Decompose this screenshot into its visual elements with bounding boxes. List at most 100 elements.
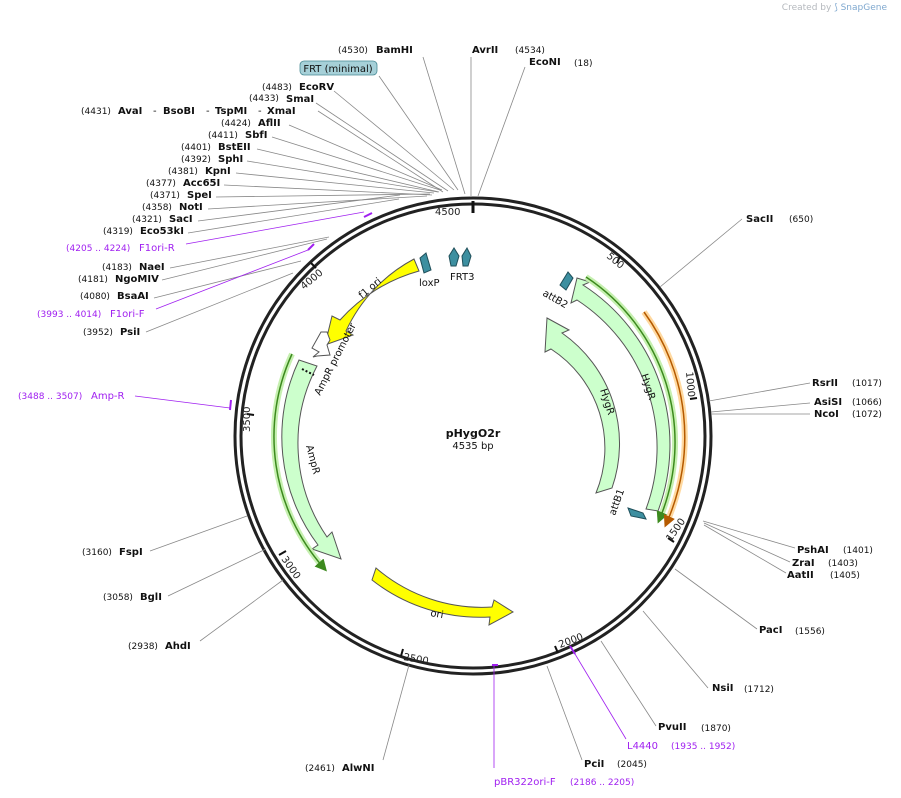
enzyme-saci[interactable]: SacI <box>169 214 193 225</box>
primer-marker-f1ori-f <box>307 243 315 251</box>
enzyme-pshai[interactable]: PshAI <box>797 545 829 556</box>
enzyme-pos-ecorv: (4483) <box>262 83 292 93</box>
enzyme-asisi[interactable]: AsiSI <box>814 397 842 408</box>
frt-minimal-label: FRT (minimal) <box>303 64 372 75</box>
enzyme-sphi[interactable]: SphI <box>218 154 243 165</box>
tick-label-3500: 3500 <box>242 407 253 432</box>
enzyme-bamhi[interactable]: BamHI <box>376 45 413 56</box>
primer-l4440[interactable]: L4440 <box>627 741 658 752</box>
primer-pbr322ori-f[interactable]: pBR322ori-F <box>494 777 556 788</box>
enzyme-pos-pshai: (1401) <box>843 546 873 556</box>
enzyme-kpni[interactable]: KpnI <box>205 166 231 177</box>
feature-frt3-b[interactable] <box>461 246 472 267</box>
enzyme-bsaai[interactable]: BsaAI <box>117 291 149 302</box>
enzyme-naei[interactable]: NaeI <box>139 262 165 273</box>
enzyme-ncoi[interactable]: NcoI <box>814 409 839 420</box>
enzyme-bgli[interactable]: BglI <box>140 592 162 603</box>
feature-label-ori: ori <box>429 608 444 621</box>
feature-label-ampr: AmpR <box>303 444 321 476</box>
feature-hygr-inner[interactable] <box>544 317 621 494</box>
backbone-outer-ring <box>233 196 713 676</box>
primer-f1ori-r[interactable]: F1ori-R <box>139 243 175 254</box>
enzyme-pos-econi: (18) <box>574 59 592 69</box>
feature-attb2[interactable] <box>559 271 574 291</box>
enzyme-noti[interactable]: NotI <box>179 202 203 213</box>
feature-ampr-promoter[interactable] <box>311 331 331 358</box>
primer-range-pbr322ori-f: (2186 .. 2205) <box>570 778 634 788</box>
enzyme-pos-aatii: (1405) <box>830 571 860 581</box>
enzyme-pos-spei: (4371) <box>150 191 180 201</box>
enzyme-dash-2: - <box>206 106 210 117</box>
enzyme-pos-sacii: (650) <box>789 215 813 225</box>
enzyme-tspmi[interactable]: TspMI <box>215 106 247 117</box>
enzyme-pos-paci: (1556) <box>795 627 825 637</box>
primer-marker-f1ori-r <box>363 212 373 218</box>
primer-range-amp-r: (3488 .. 3507) <box>18 392 82 402</box>
enzyme-rsrii[interactable]: RsrII <box>812 378 838 389</box>
primer-f1ori-f[interactable]: F1ori-F <box>110 309 145 320</box>
credit-text: Created by <box>781 3 832 13</box>
feature-loxp[interactable] <box>419 252 432 274</box>
frt-minimal-badge[interactable] <box>299 60 378 76</box>
enzyme-pos-acc65i: (4377) <box>146 179 176 189</box>
enzyme-pos-zrai: (1403) <box>828 559 858 569</box>
feature-attb1[interactable] <box>627 507 647 520</box>
hygr-outer-arc-line <box>585 276 676 524</box>
enzyme-xmai[interactable]: XmaI <box>267 106 296 117</box>
feature-hygr-outer[interactable] <box>570 277 671 512</box>
enzyme-alwni[interactable]: AlwNI <box>342 763 375 774</box>
tick-marks <box>246 255 698 657</box>
primer-range-l4440: (1935 .. 1952) <box>671 742 735 752</box>
feature-label-attb1: attB1 <box>607 488 627 517</box>
enzyme-spei[interactable]: SpeI <box>187 190 212 201</box>
enzyme-pos-naei: (4183) <box>102 263 132 273</box>
enzyme-sbfi[interactable]: SbfI <box>245 130 267 141</box>
enzyme-ahdi[interactable]: AhdI <box>165 641 191 652</box>
feature-f1-ori[interactable] <box>324 258 420 346</box>
feature-label-frt3: FRT3 <box>450 272 474 283</box>
enzyme-pos-sbfi: (4411) <box>208 131 238 141</box>
tick-label-2500: 2500 <box>402 652 429 667</box>
enzyme-avai[interactable]: AvaI <box>118 106 142 117</box>
enzyme-econi[interactable]: EcoNI <box>529 57 561 68</box>
enzyme-dash-3: - <box>258 106 262 117</box>
feature-label-attb2: attB2 <box>541 288 570 311</box>
enzyme-pos-bsteii: (4401) <box>181 143 211 153</box>
enzyme-bsteii[interactable]: BstEII <box>218 142 251 153</box>
enzyme-smai[interactable]: SmaI <box>286 94 314 105</box>
enzyme-pcii[interactable]: PciI <box>584 759 604 770</box>
enzyme-aflii[interactable]: AflII <box>258 118 281 129</box>
enzyme-pos-sphi: (4392) <box>181 155 211 165</box>
enzyme-bsobi[interactable]: BsoBI <box>163 106 195 117</box>
orange-arc-line <box>643 311 686 528</box>
enzyme-nsii[interactable]: NsiI <box>712 683 733 694</box>
enzyme-pos-aflii: (4424) <box>221 119 251 129</box>
enzyme-sacii[interactable]: SacII <box>746 214 773 225</box>
enzyme-psii[interactable]: PsiI <box>120 327 140 338</box>
enzyme-zrai[interactable]: ZraI <box>792 558 815 569</box>
enzyme-avrii[interactable]: AvrII <box>472 45 498 56</box>
primer-amp-r[interactable]: Amp-R <box>91 391 125 402</box>
enzyme-ngomiv[interactable]: NgoMIV <box>115 274 159 285</box>
enzyme-paci[interactable]: PacI <box>759 625 782 636</box>
enzyme-pos-avai: (4431) <box>81 107 111 117</box>
plasmid-length: 4535 bp <box>452 441 493 452</box>
feature-frt3-a[interactable] <box>448 247 460 267</box>
enzyme-pvuii[interactable]: PvuII <box>658 722 686 733</box>
enzyme-pos-pvuii: (1870) <box>701 724 731 734</box>
enzyme-pos-saci: (4321) <box>132 215 162 225</box>
enzyme-aatii[interactable]: AatII <box>787 570 814 581</box>
enzyme-ecorv[interactable]: EcoRV <box>299 82 334 93</box>
enzyme-pos-bamhi: (4530) <box>338 46 368 56</box>
feature-ori[interactable] <box>371 567 514 626</box>
enzyme-pos-psii: (3952) <box>83 328 113 338</box>
enzyme-fspi[interactable]: FspI <box>119 547 143 558</box>
primer-marker-amp-r <box>229 399 232 411</box>
enzyme-acc65i[interactable]: Acc65I <box>183 178 220 189</box>
snapgene-logo-icon: ⟆ <box>834 3 838 13</box>
feature-ampr[interactable] <box>281 359 342 560</box>
snapgene-credit: Created by ⟆ SnapGene <box>782 3 887 13</box>
tick-label-4500: 4500 <box>435 207 460 218</box>
enzyme-eco53ki[interactable]: Eco53kI <box>140 226 184 237</box>
